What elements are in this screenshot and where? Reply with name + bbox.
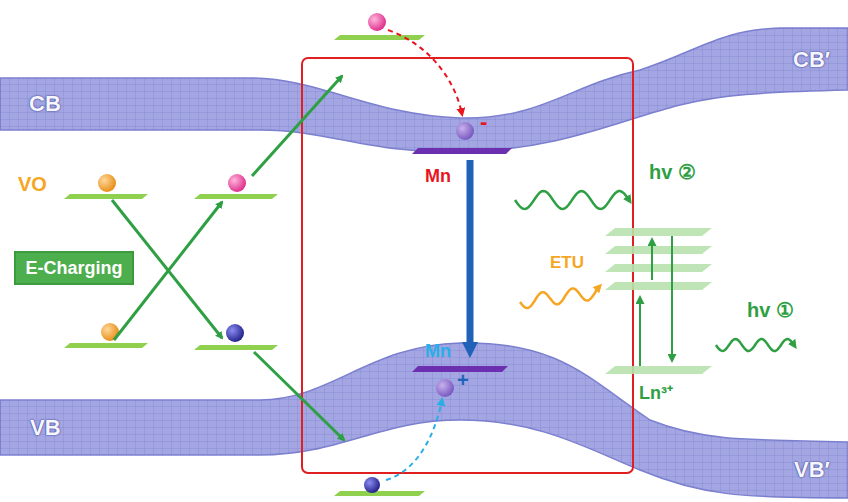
band-label: VB [30, 416, 61, 440]
etu-wave [520, 286, 600, 308]
band-label: VB′ [794, 458, 830, 482]
charge-sign: + [457, 369, 469, 391]
band-label: CB [29, 92, 61, 116]
level-label: Mn [425, 342, 451, 362]
defect-label: VO [18, 173, 47, 195]
emission-label: hv ① [747, 299, 794, 321]
box-label: E-Charging [26, 258, 123, 279]
process-label: ETU [550, 254, 584, 273]
emission-label: hv ② [649, 161, 696, 183]
charge-sign: - [480, 110, 487, 134]
band-label: CB′ [793, 48, 830, 72]
ion-label: Ln³⁺ [639, 384, 673, 404]
emission-wave [515, 191, 630, 209]
emission-wave [716, 339, 795, 351]
level-label: Mn [425, 167, 451, 187]
process-box: E-Charging [14, 251, 134, 285]
